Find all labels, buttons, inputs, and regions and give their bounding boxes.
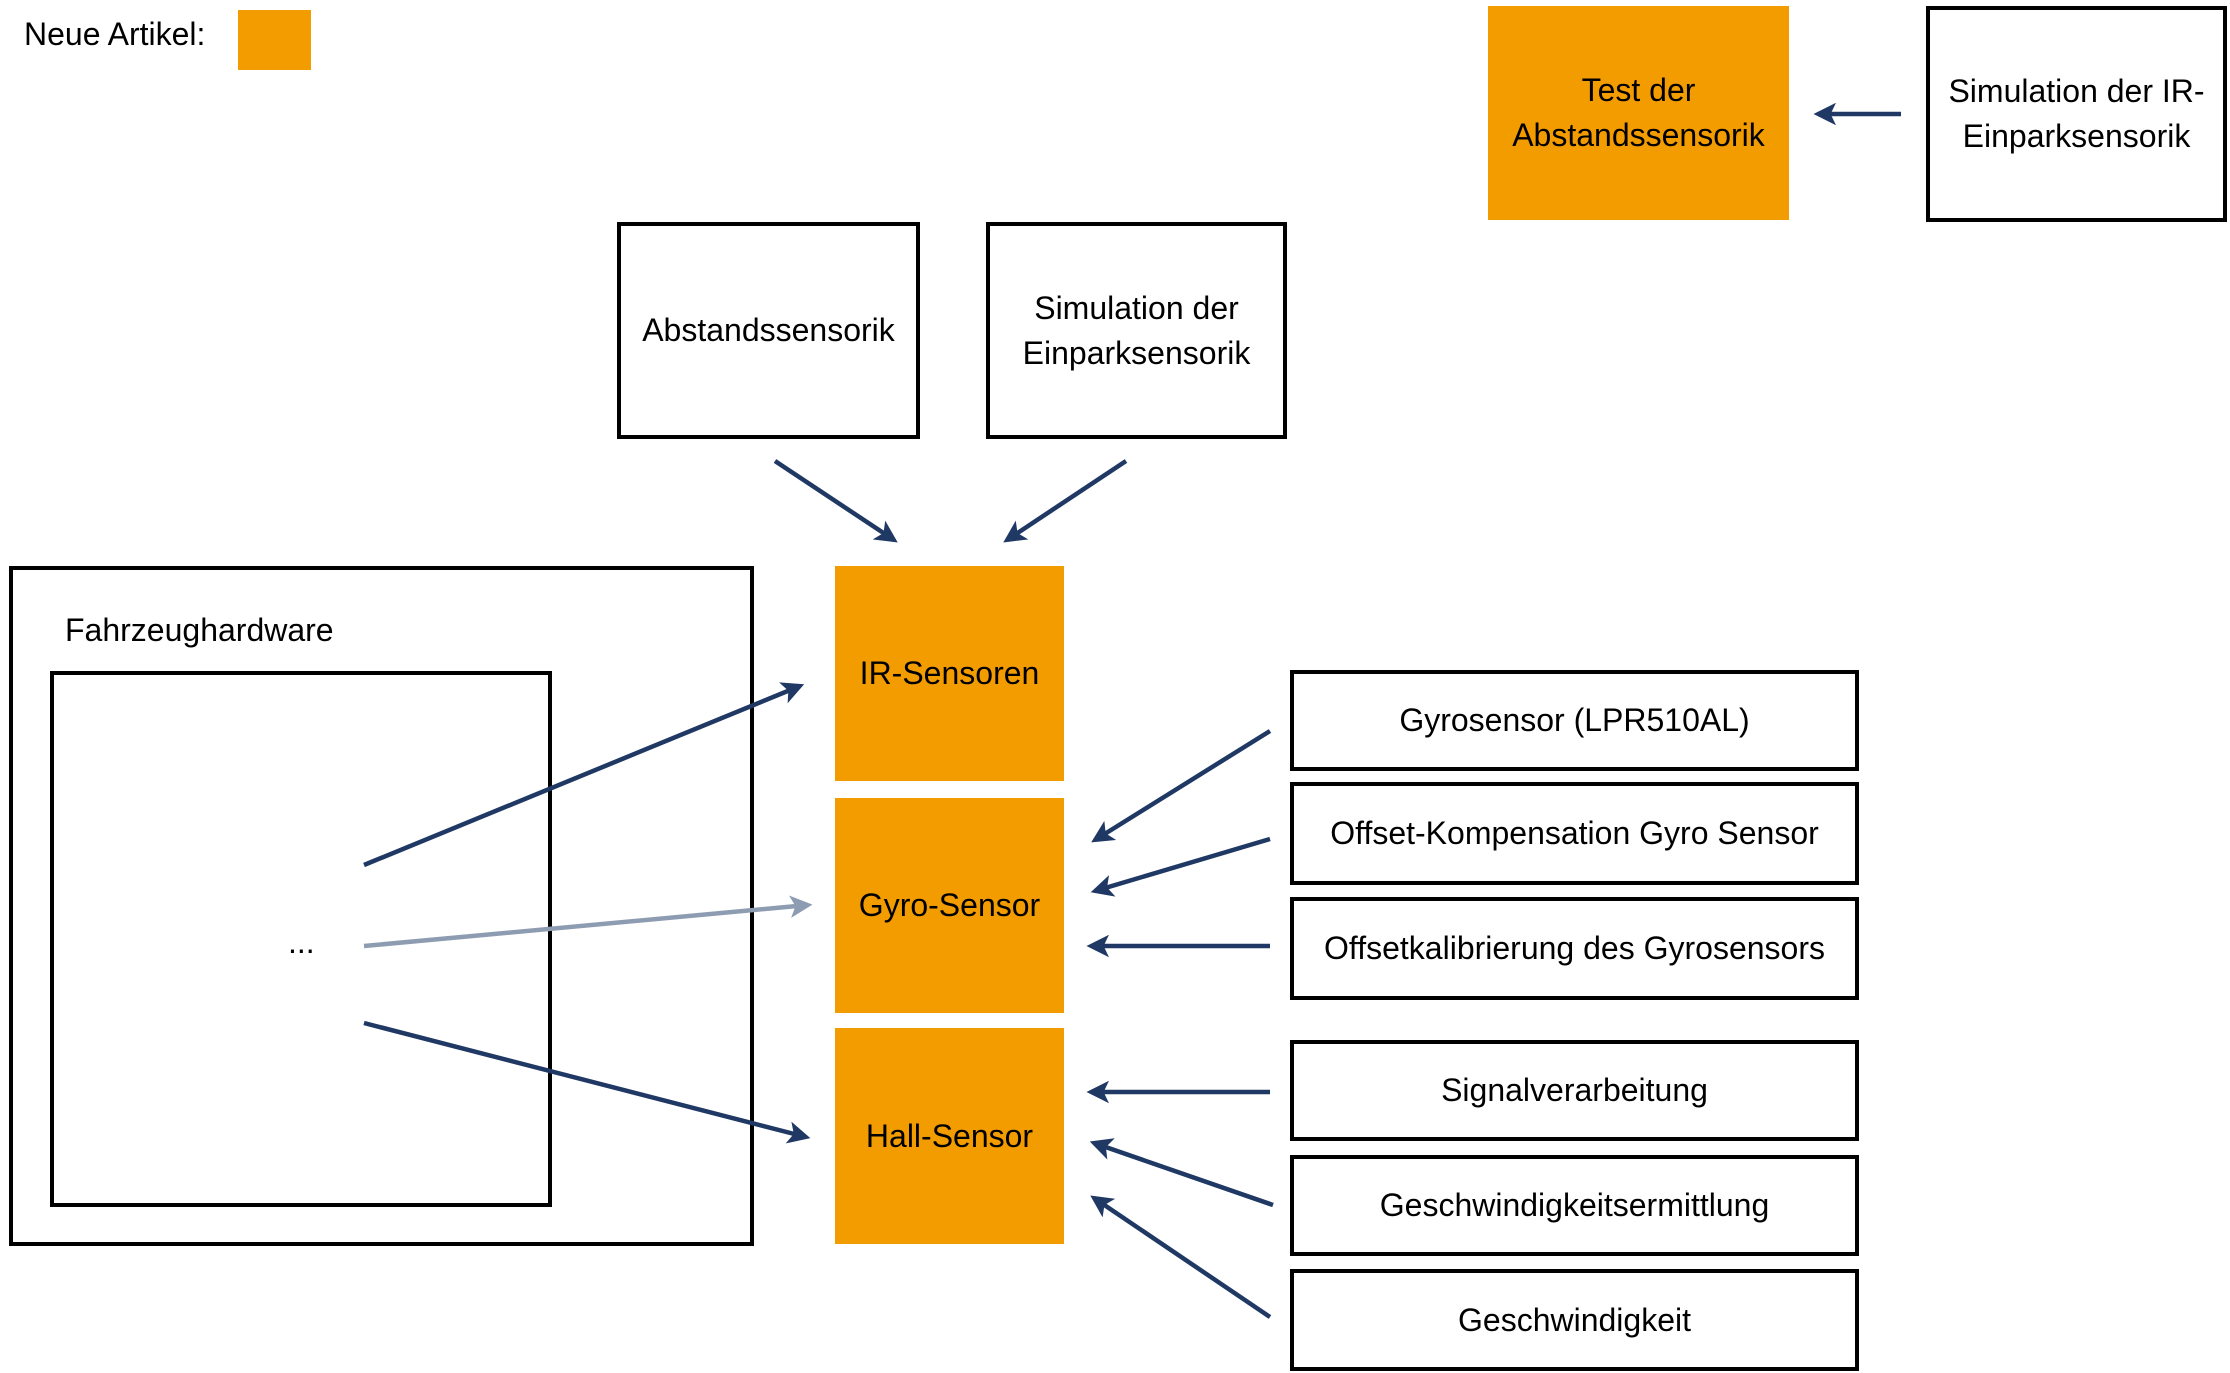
test-abstandssensorik-box: Test der Abstandssensorik	[1488, 6, 1789, 220]
arrow-sim-einpark-to-ir	[1003, 459, 1128, 543]
simulation-ir-einparksensorik-label: Simulation der IR- Einparksensorik	[1948, 73, 2205, 154]
legend-label: Neue Artikel:	[24, 16, 206, 52]
hall-sensor-box: Hall-Sensor	[835, 1028, 1064, 1244]
right-item-label: Geschwindigkeit	[1458, 1301, 1691, 1338]
right-item-geschwindigkeitsermittlung: Geschwindigkeitsermittlung	[1290, 1155, 1859, 1256]
right-item-geschwindigkeit: Geschwindigkeit	[1290, 1269, 1859, 1371]
gyro-sensor-box: Gyro-Sensor	[835, 798, 1064, 1013]
arrow-geschwindigkeit-to-hall	[1090, 1195, 1272, 1319]
simulation-einparksensorik-label: Simulation der Einparksensorik	[1022, 289, 1251, 371]
right-item-offset-kompensation: Offset-Kompensation Gyro Sensor	[1290, 782, 1859, 885]
ir-sensoren-box: IR-Sensoren	[835, 566, 1064, 781]
fahrzeughardware-container	[9, 566, 754, 1246]
abstandssensorik-label: Abstandssensorik	[642, 312, 895, 348]
hardware-ellipsis: ...	[288, 924, 315, 960]
simulation-einparksensorik-box: Simulation der Einparksensorik	[986, 222, 1287, 439]
right-item-label: Geschwindigkeitsermittlung	[1379, 1187, 1770, 1223]
test-abstandssensorik-label: Test der Abstandssensorik	[1512, 72, 1765, 153]
right-item-signalverarbeitung: Signalverarbeitung	[1290, 1040, 1859, 1141]
simulation-ir-einparksensorik-box: Simulation der IR- Einparksensorik	[1926, 6, 2227, 222]
arrow-hardware-to-gyro	[363, 895, 813, 949]
right-item-label: Offsetkalibrierung des Gyrosensors	[1324, 930, 1825, 966]
fahrzeughardware-title: Fahrzeughardware	[65, 612, 334, 648]
hall-sensor-label: Hall-Sensor	[865, 1117, 1034, 1154]
arrow-hardware-to-hall	[363, 1020, 811, 1144]
arrow-gyrosensor-to-gyro	[1091, 729, 1272, 843]
right-item-label: Signalverarbeitung	[1441, 1072, 1708, 1108]
arrow-geschwindigkeitsermittlung-to-hall	[1089, 1138, 1274, 1208]
arrow-abstand-to-ir	[773, 459, 898, 543]
ir-sensoren-label: IR-Sensoren	[859, 655, 1040, 691]
right-item-label: Offset-Kompensation Gyro Sensor	[1330, 815, 1819, 851]
arrow-offset-kompensation-to-gyro	[1090, 836, 1271, 897]
right-item-label: Gyrosensor (LPR510AL)	[1399, 702, 1750, 738]
right-item-offsetkalibrierung: Offsetkalibrierung des Gyrosensors	[1290, 897, 1859, 1000]
arrow-hardware-to-ir	[363, 682, 805, 868]
right-item-gyrosensor: Gyrosensor (LPR510AL)	[1290, 670, 1859, 771]
abstandssensorik-box: Abstandssensorik	[617, 222, 920, 439]
legend-new-swatch	[238, 10, 311, 70]
gyro-sensor-label: Gyro-Sensor	[858, 887, 1041, 923]
hardware-inner-box	[50, 671, 552, 1207]
